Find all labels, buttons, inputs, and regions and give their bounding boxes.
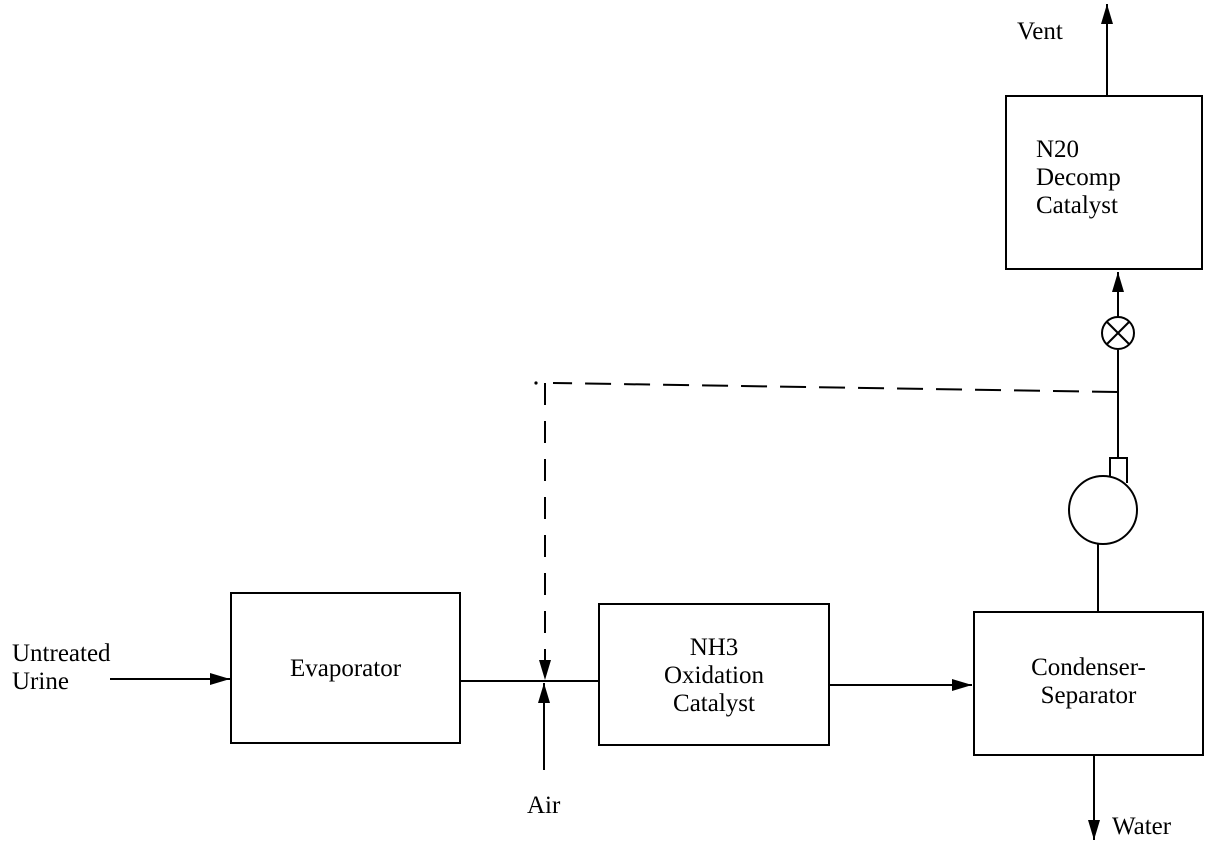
- n2o-catalyst-label-line-3: Catalyst: [1036, 192, 1118, 219]
- untreated-urine-line-2: Urine: [12, 668, 69, 695]
- condenser-separator-box: [973, 611, 1204, 756]
- nh3-oxidation-catalyst-box: [598, 603, 830, 746]
- condenser-label-line-1: Condenser-: [1031, 654, 1146, 681]
- untreated-urine-label: Untreated Urine: [12, 640, 111, 696]
- air-label: Air: [527, 792, 561, 819]
- nh3-catalyst-label: NH3 Oxidation Catalyst: [599, 634, 829, 718]
- n2o-catalyst-label-line-2: Decomp: [1036, 164, 1121, 191]
- n2o-catalyst-label: N20 Decomp Catalyst: [1036, 136, 1121, 220]
- condenser-separator-label: Condenser- Separator: [974, 654, 1203, 710]
- n2o-catalyst-label-line-1: N20: [1036, 136, 1080, 163]
- nh3-catalyst-label-line-2: Oxidation: [664, 662, 764, 689]
- evaporator-label-line-1: Evaporator: [289, 655, 402, 682]
- recycle-line-dot: [534, 381, 538, 385]
- condenser-label-line-2: Separator: [1040, 682, 1137, 709]
- nh3-catalyst-label-line-1: NH3: [689, 634, 739, 661]
- nh3-catalyst-label-line-3: Catalyst: [673, 690, 755, 717]
- vent-label: Vent: [1017, 18, 1063, 45]
- recycle-dashed-horizontal: [552, 382, 1119, 393]
- pump-icon: [1068, 457, 1138, 545]
- evaporator-label: Evaporator: [231, 655, 460, 683]
- water-label: Water: [1112, 813, 1172, 840]
- evaporator-box: [230, 592, 461, 744]
- untreated-urine-line-1: Untreated: [12, 640, 111, 667]
- n2o-decomp-catalyst-box: [1005, 95, 1203, 270]
- valve-icon: [1101, 316, 1135, 350]
